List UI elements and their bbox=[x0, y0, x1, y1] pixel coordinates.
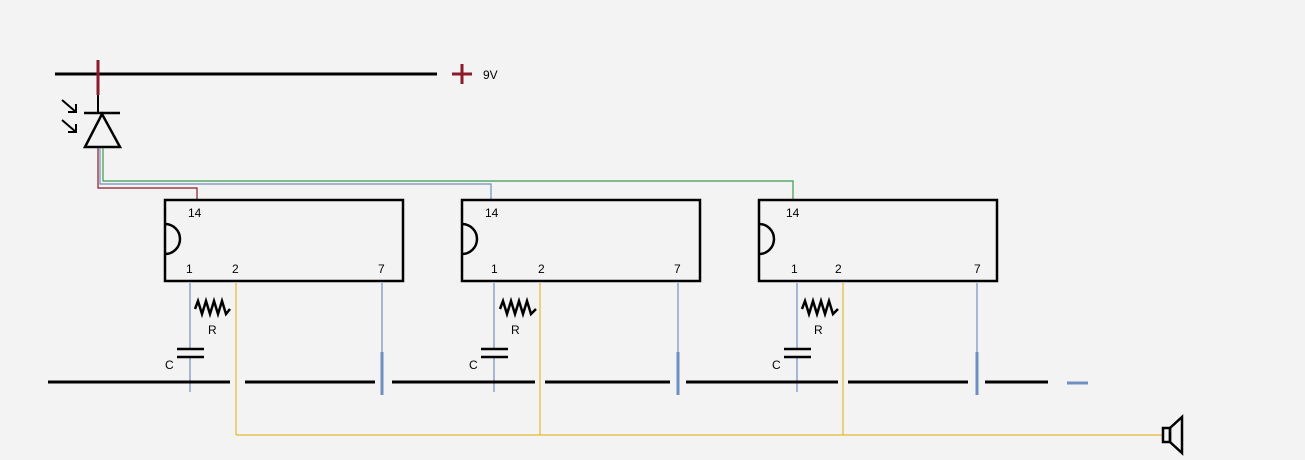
pin-7-label: 7 bbox=[674, 262, 681, 276]
resistor-label: R bbox=[208, 323, 217, 337]
pin-2-label: 2 bbox=[835, 262, 842, 276]
output-bus bbox=[235, 283, 1162, 436]
pin-14-label: 14 bbox=[786, 206, 800, 220]
plus-sign-icon bbox=[452, 64, 472, 84]
capacitor-label: C bbox=[772, 358, 781, 372]
speaker-icon bbox=[1161, 414, 1184, 456]
resistor-icon bbox=[498, 296, 537, 319]
rc-network-1: R C bbox=[165, 283, 231, 392]
timer-chip-2: 14 1 2 7 bbox=[460, 198, 702, 283]
resistor-label: R bbox=[814, 323, 823, 337]
feed-wire-blue bbox=[99, 148, 492, 200]
voltage-label: 9V bbox=[483, 68, 498, 82]
pin-7-label: 7 bbox=[974, 262, 981, 276]
timer-chip-1: 14 1 2 7 bbox=[163, 198, 405, 283]
pin-2-label: 2 bbox=[232, 262, 239, 276]
rc-network-3: R C bbox=[772, 283, 839, 392]
pin-1-label: 1 bbox=[186, 262, 193, 276]
pin-1-label: 1 bbox=[791, 262, 798, 276]
pin-14-label: 14 bbox=[188, 206, 202, 220]
feed-wire-red bbox=[97, 148, 198, 200]
rc-network-2: R C bbox=[469, 283, 537, 392]
pin-7-label: 7 bbox=[378, 262, 385, 276]
capacitor-label: C bbox=[165, 358, 174, 372]
feed-wire-green bbox=[102, 148, 794, 200]
pin-1-label: 1 bbox=[491, 262, 498, 276]
resistor-icon bbox=[800, 296, 839, 319]
photodiode-icon bbox=[61, 95, 123, 149]
resistor-label: R bbox=[511, 323, 520, 337]
pin-2-label: 2 bbox=[538, 262, 545, 276]
capacitor-label: C bbox=[469, 358, 478, 372]
resistor-icon bbox=[193, 296, 231, 319]
timer-chip-3: 14 1 2 7 bbox=[757, 198, 999, 283]
pin-14-label: 14 bbox=[485, 206, 499, 220]
